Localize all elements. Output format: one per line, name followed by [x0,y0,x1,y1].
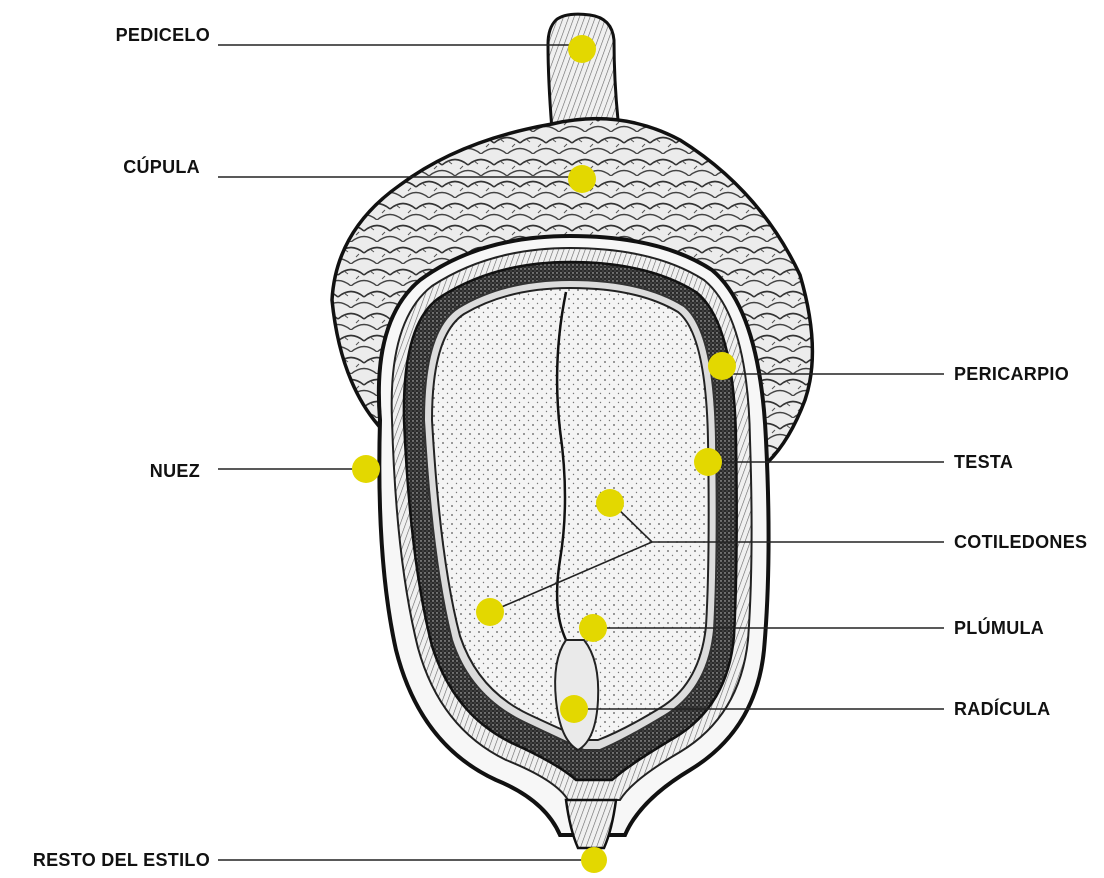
marker-testa [694,448,722,476]
marker-resto-del-estilo [581,847,607,873]
label-nuez: NUEZ [100,462,200,480]
label-resto-del-estilo: RESTO DEL ESTILO [0,851,210,869]
marker-pedicelo [568,35,596,63]
label-testa: TESTA [954,453,1013,471]
label-plumula: PLÚMULA [954,619,1044,637]
label-cupula: CÚPULA [100,158,200,176]
label-radicula: RADÍCULA [954,700,1050,718]
label-pedicelo: PEDICELO [100,26,210,44]
marker-pericarpio [708,352,736,380]
label-cotiledones: COTILEDONES [954,533,1087,551]
marker-cotiledones-lower [476,598,504,626]
style-remnant-shape [566,800,616,848]
pedicel-shape [548,14,618,130]
label-pericarpio: PERICARPIO [954,365,1069,383]
marker-plumula [579,614,607,642]
marker-cotiledones-upper [596,489,624,517]
marker-radicula [560,695,588,723]
marker-nuez [352,455,380,483]
marker-cupula [568,165,596,193]
